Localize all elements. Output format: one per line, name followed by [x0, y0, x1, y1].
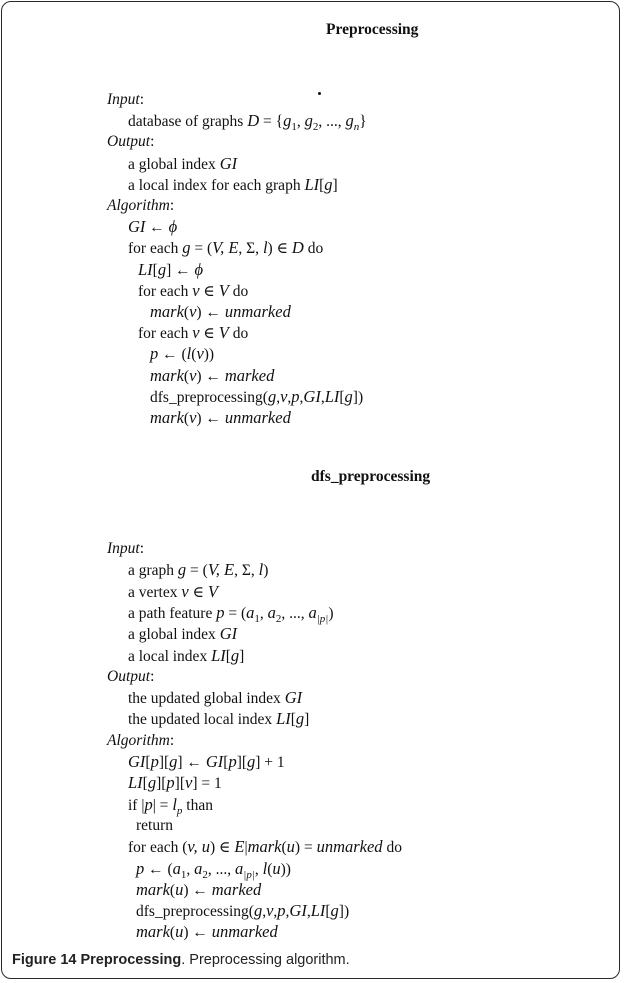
stray-dot	[318, 92, 321, 95]
algorithm-line: a local index for each graph LI[g]	[128, 174, 338, 194]
algorithm-line: Output:	[107, 133, 155, 151]
algorithm-line: GI ← ϕ	[128, 217, 178, 237]
algorithm-line: LI[g] ← ϕ	[138, 259, 204, 279]
caption-label: Figure 14 Preprocessing	[12, 952, 182, 968]
section-title-dfs-preprocessing: dfs_preprocessing	[311, 468, 431, 485]
algorithm-line: mark(v) ← unmarked	[150, 408, 291, 427]
algorithm-line: LI[g][p][v] = 1	[128, 773, 222, 793]
algorithm-line: return	[136, 816, 174, 834]
algorithm-line: a global index GI	[128, 624, 238, 644]
algorithm-line: database of graphs D = {g1, g2, ..., gn}	[128, 111, 367, 134]
algorithm-line: p ← (l(v))	[150, 344, 215, 364]
algorithm-line: dfs_preprocessing(g,v,p,GI,LI[g])	[136, 901, 350, 921]
algorithm-line: for each v ∈ V do	[138, 323, 249, 343]
algorithm-line: GI[p][g] ← GI[p][g] + 1	[128, 752, 285, 771]
algorithm-line: for each v ∈ V do	[138, 280, 249, 300]
algorithm-line: Algorithm:	[107, 197, 175, 214]
caption-text: . Preprocessing algorithm.	[181, 952, 350, 968]
algorithm-line: p ← (a1, a2, ..., a|p|, l(u))	[136, 858, 291, 881]
algorithm-line: a graph g = (V, E, Σ, l)	[128, 560, 269, 580]
algorithm-line: for each g = (V, E, Σ, l) ∈ D do	[128, 238, 324, 258]
algorithm-line: if |p| = lp than	[128, 794, 213, 817]
algorithm-line: mark(u) ← marked	[136, 879, 262, 899]
algorithm-line: a local index LI[g]	[128, 645, 245, 665]
algorithm-line: the updated local index LI[g]	[128, 709, 310, 729]
algorithm-line: Output:	[107, 667, 155, 685]
algorithm-line: the updated global index GI	[128, 688, 303, 708]
algorithm-line: a path feature p = (a1, a2, ..., a|p|)	[128, 602, 334, 625]
algorithm-line: dfs_preprocessing(g,v,p,GI,LI[g])	[150, 386, 364, 406]
section-title-preprocessing: Preprocessing	[326, 21, 419, 38]
figure-caption: Figure 14 Preprocessing. Preprocessing a…	[12, 952, 350, 968]
algorithm-line: a vertex v ∈ V	[128, 581, 219, 601]
algorithm-line: a global index GI	[128, 153, 238, 173]
algorithm-line: Input:	[107, 91, 145, 108]
algorithm-line: Algorithm:	[107, 731, 175, 749]
algorithm-line: mark(v) ← unmarked	[150, 302, 291, 321]
algorithm-line: mark(u) ← unmarked	[136, 922, 278, 942]
algorithm-line: Input:	[107, 540, 145, 557]
algorithm-line: mark(v) ← marked	[150, 365, 275, 385]
algorithm-line: for each (v, u) ∈ E|mark(u) = unmarked d…	[128, 837, 402, 857]
